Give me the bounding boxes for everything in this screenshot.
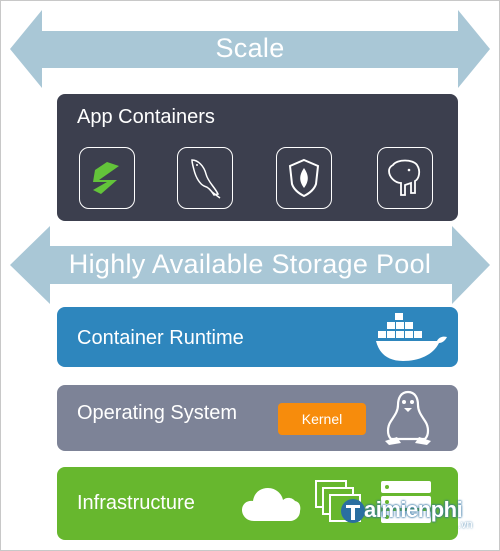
infrastructure-label: Infrastructure [77,492,195,514]
scale-arrow: Scale [0,6,500,92]
linux-tux-icon [385,390,431,445]
storage-pool-label: Highly Available Storage Pool [68,249,432,279]
mysql-dolphin-icon [191,159,221,199]
operating-system-label: Operating System [77,402,238,424]
watermark: aimienphi .vn [340,493,500,538]
watermark-text: aimienphi [364,497,463,522]
shield-app [276,147,332,209]
scale-label: Scale [215,33,285,63]
sencha-app [79,147,135,209]
kernel-badge: Kernel [278,403,366,435]
operating-system-layer: Operating System Kernel [57,385,458,451]
shield-icon [288,158,320,198]
app-containers-layer: App Containers [57,94,458,221]
container-runtime-layer: Container Runtime [57,307,458,367]
sencha-icon [93,162,119,194]
server-rack-icon [381,481,431,523]
watermark-logo-icon [341,499,365,523]
mysql-app [177,147,233,209]
postgresql-app [377,147,433,209]
postgresql-elephant-icon [388,159,421,196]
container-runtime-label: Container Runtime [77,327,244,349]
app-containers-label: App Containers [77,106,215,128]
docker-whale-icon [376,313,447,361]
storage-pool-arrow: Highly Available Storage Pool [0,222,500,308]
watermark-domain: .vn [458,519,473,531]
infrastructure-layer: Infrastructure [57,467,458,540]
cloud-icon [242,488,301,521]
